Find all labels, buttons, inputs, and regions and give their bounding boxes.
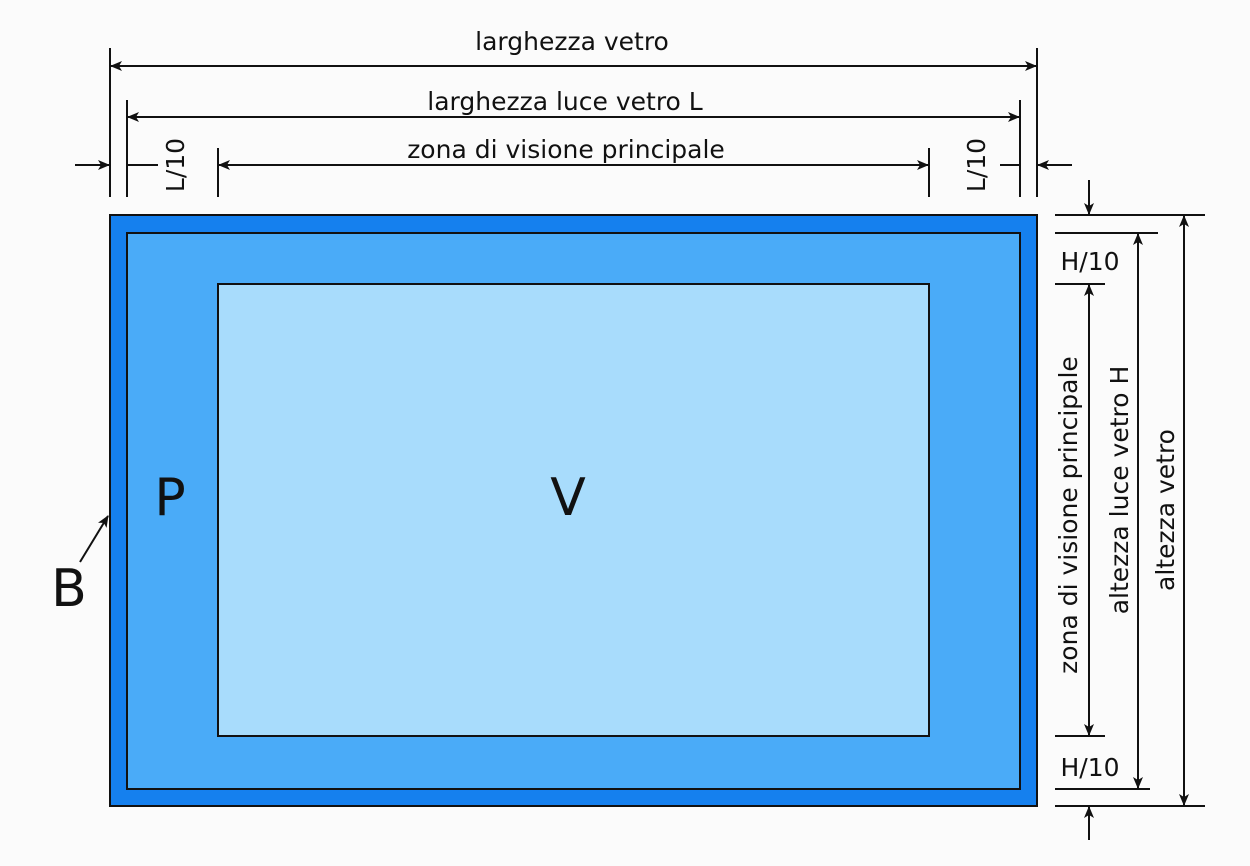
- top-extension-lines: [109, 48, 1038, 197]
- glass-height-label: altezza vetro: [1151, 429, 1180, 591]
- main-vision-zone-height-label: zona di visione principale: [1054, 356, 1083, 674]
- glass-clear-height-label: altezza luce vetro H: [1105, 366, 1134, 615]
- glass-width-label: larghezza vetro: [475, 27, 669, 56]
- glass-clear-width-label: larghezza luce vetro L: [427, 87, 703, 116]
- l10-left-label: L/10: [161, 138, 190, 192]
- h10-top-label: H/10: [1060, 247, 1119, 276]
- zone-b-pointer-arrow: [79, 515, 109, 563]
- zone-p-label: P: [154, 468, 185, 528]
- zone-b-label: B: [51, 559, 87, 619]
- zone-v-label: V: [550, 468, 586, 528]
- l10-right-label: L/10: [962, 138, 991, 192]
- h10-bottom-label: H/10: [1060, 753, 1119, 782]
- zone-v-vision: [217, 283, 930, 737]
- main-vision-zone-width-label: zona di visione principale: [407, 135, 725, 164]
